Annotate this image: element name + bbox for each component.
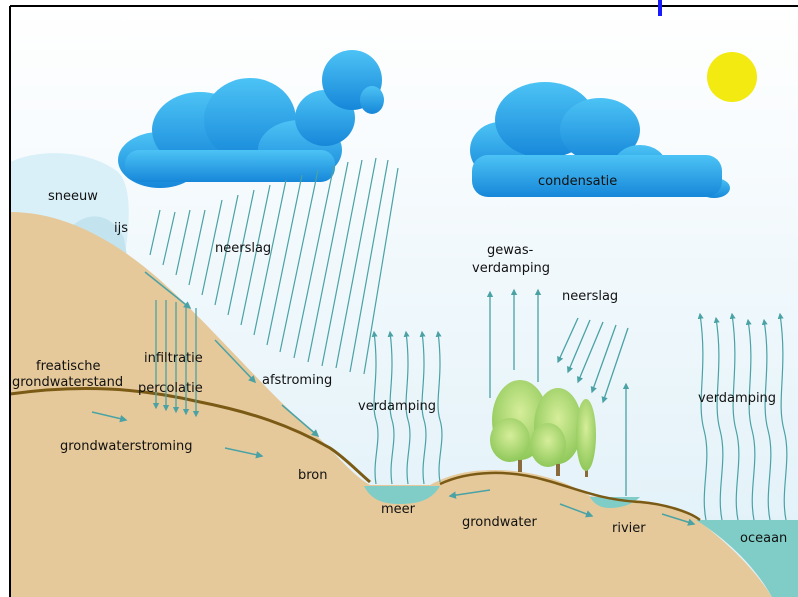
rain-streaks-left — [149, 157, 399, 375]
label-percolatie: percolatie — [138, 381, 203, 396]
ground-lower-slope — [700, 522, 772, 597]
condensation-cloud-right — [470, 82, 730, 198]
runoff-arrows — [144, 271, 320, 437]
evaporation-arrows-ocean — [697, 312, 788, 521]
label-oceaan: oceaan — [740, 531, 787, 546]
rain-arrows-right — [557, 317, 629, 404]
label-sneeuw: sneeuw — [48, 189, 98, 204]
accent-bar — [658, 0, 662, 16]
label-neerslag-left: neerslag — [215, 241, 271, 256]
evaporation-arrows-lake — [371, 330, 443, 485]
water-table-line — [9, 386, 371, 484]
ground — [10, 212, 700, 597]
label-freatische-2: grondwaterstand — [12, 375, 123, 390]
infiltration-arrows — [152, 300, 200, 418]
sun-icon — [707, 52, 757, 102]
label-infiltratie: infiltratie — [144, 351, 203, 366]
rain-cloud-left — [118, 50, 384, 188]
label-verdamping-ocean: verdamping — [698, 391, 776, 406]
label-grondwaterstroming: grondwaterstroming — [60, 439, 192, 454]
label-freatische-1: freatische — [36, 359, 100, 374]
label-grondwater: grondwater — [462, 515, 537, 530]
label-neerslag-right: neerslag — [562, 289, 618, 304]
label-rivier: rivier — [612, 521, 646, 536]
label-meer: meer — [381, 502, 416, 517]
label-bron: bron — [298, 468, 328, 483]
label-ijs: ijs — [114, 221, 128, 236]
label-verdamping-lake: verdamping — [358, 399, 436, 414]
transpiration-arrows — [486, 288, 542, 398]
groundwater-flow-arrows — [91, 411, 696, 526]
label-gewas-1: gewas- — [487, 243, 534, 258]
trees — [490, 380, 596, 477]
groundwater-surface-line — [439, 471, 701, 522]
ocean-water — [696, 520, 798, 597]
label-afstroming: afstroming — [262, 373, 332, 388]
label-gewas-2: verdamping — [472, 261, 550, 276]
label-condensatie: condensatie — [538, 174, 617, 189]
lake-water — [364, 486, 440, 504]
